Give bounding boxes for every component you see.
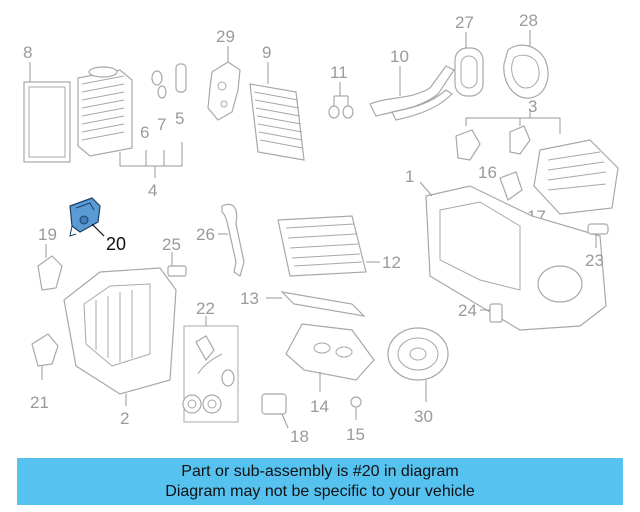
parts-diagram: 8 6 7 5 4 29 9 11 10	[23, 11, 619, 446]
part-13-seal	[266, 291, 366, 317]
callout-25[interactable]: 25	[162, 235, 181, 254]
callout-10[interactable]: 10	[390, 47, 409, 66]
callout-11[interactable]: 11	[330, 63, 348, 82]
part-14-duct	[285, 323, 375, 392]
banner-line-2: Diagram may not be specific to your vehi…	[165, 482, 475, 500]
callout-9[interactable]: 9	[262, 43, 271, 62]
callout-2[interactable]: 2	[120, 409, 129, 428]
part-9-heater-core	[249, 62, 305, 161]
callout-6[interactable]: 6	[140, 123, 149, 142]
callout-16[interactable]: 16	[478, 163, 497, 182]
part-21-bracket	[31, 333, 59, 380]
part-15-bolt	[350, 396, 362, 420]
part-27-gasket	[454, 32, 484, 97]
callout-5[interactable]: 5	[175, 109, 184, 128]
callout-27[interactable]: 27	[455, 13, 474, 32]
callout-30[interactable]: 30	[414, 407, 433, 426]
part-25-screw	[167, 252, 187, 277]
part-28-gasket	[503, 30, 549, 99]
part-3-actuators	[455, 110, 619, 215]
part-26-hose	[218, 203, 245, 277]
part-10-pipes	[369, 65, 455, 121]
callout-20[interactable]: 20	[106, 234, 126, 254]
callout-21[interactable]: 21	[30, 393, 49, 412]
part-2-lower-housing	[63, 267, 177, 406]
callout-22[interactable]: 22	[196, 299, 215, 318]
part-4-evaporator	[77, 63, 187, 178]
part-1-housing	[419, 181, 607, 331]
callout-8[interactable]: 8	[23, 43, 32, 62]
callout-12[interactable]: 12	[382, 253, 401, 272]
callout-26[interactable]: 26	[196, 225, 215, 244]
info-banner: Part or sub-assembly is #20 in diagram D…	[17, 458, 623, 505]
part-12-pollen-filter	[277, 215, 380, 277]
callout-18[interactable]: 18	[290, 427, 309, 446]
callout-29[interactable]: 29	[216, 27, 235, 46]
part-11-clips	[328, 82, 354, 119]
part-18-sensor	[261, 393, 289, 429]
part-30-blower	[387, 327, 449, 402]
part-23-screw	[587, 223, 609, 248]
callout-14[interactable]: 14	[310, 397, 329, 416]
part-8-filter	[23, 62, 71, 163]
part-29-bracket	[207, 46, 241, 121]
callout-4[interactable]: 4	[148, 181, 157, 200]
banner-line-1: Part or sub-assembly is #20 in diagram	[181, 462, 459, 480]
part-24-screw	[480, 303, 503, 323]
callout-3[interactable]: 3	[528, 97, 537, 116]
callout-7[interactable]: 7	[157, 115, 166, 134]
part-19-bracket	[37, 244, 63, 291]
callout-1[interactable]: 1	[405, 167, 414, 186]
callout-19[interactable]: 19	[38, 225, 57, 244]
callout-24[interactable]: 24	[458, 301, 477, 320]
part-20-highlighted[interactable]	[69, 197, 105, 237]
callout-13[interactable]: 13	[240, 289, 259, 308]
callout-28[interactable]: 28	[519, 11, 538, 30]
callout-15[interactable]: 15	[346, 425, 365, 444]
callout-23[interactable]: 23	[585, 251, 604, 270]
part-22-kit	[182, 316, 239, 423]
